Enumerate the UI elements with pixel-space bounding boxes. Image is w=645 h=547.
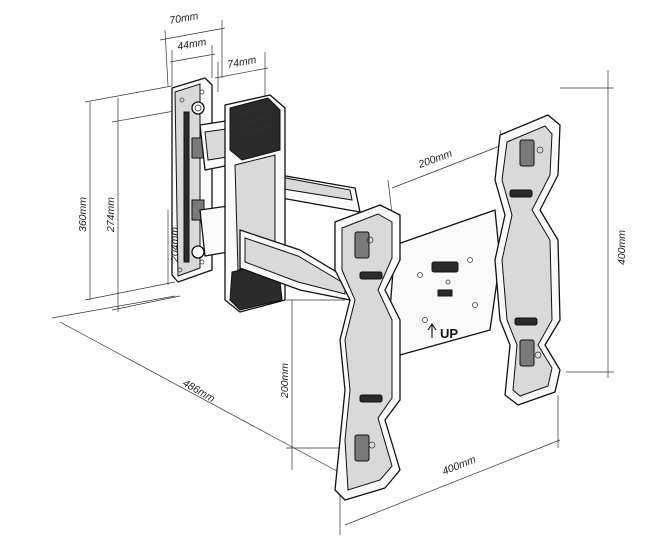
up-arrow-icon <box>427 323 437 338</box>
dimension-lines <box>51 20 614 535</box>
up-label: UP <box>440 326 458 341</box>
vesa-plate: UP <box>334 114 561 501</box>
dim-vesa-vertical-small: 200mm <box>279 363 291 399</box>
dim-wall-plate-width: 44mm <box>176 36 207 53</box>
lower-arm <box>239 229 351 301</box>
dim-arm-offset: 74mm <box>226 54 257 71</box>
dim-vesa-horizontal-large: 400mm <box>441 453 478 477</box>
dim-plate-height: 204mm <box>169 227 181 263</box>
dim-vesa-horizontal-small: 200mm <box>416 147 454 171</box>
dim-wall-plate-depth: 70mm <box>168 10 199 27</box>
dim-overall-height: 360mm <box>77 197 89 232</box>
dim-extension: 486mm <box>181 377 218 405</box>
dim-hole-spacing: 274mm <box>105 197 117 233</box>
dim-vesa-vertical-large: 400mm <box>616 230 628 265</box>
